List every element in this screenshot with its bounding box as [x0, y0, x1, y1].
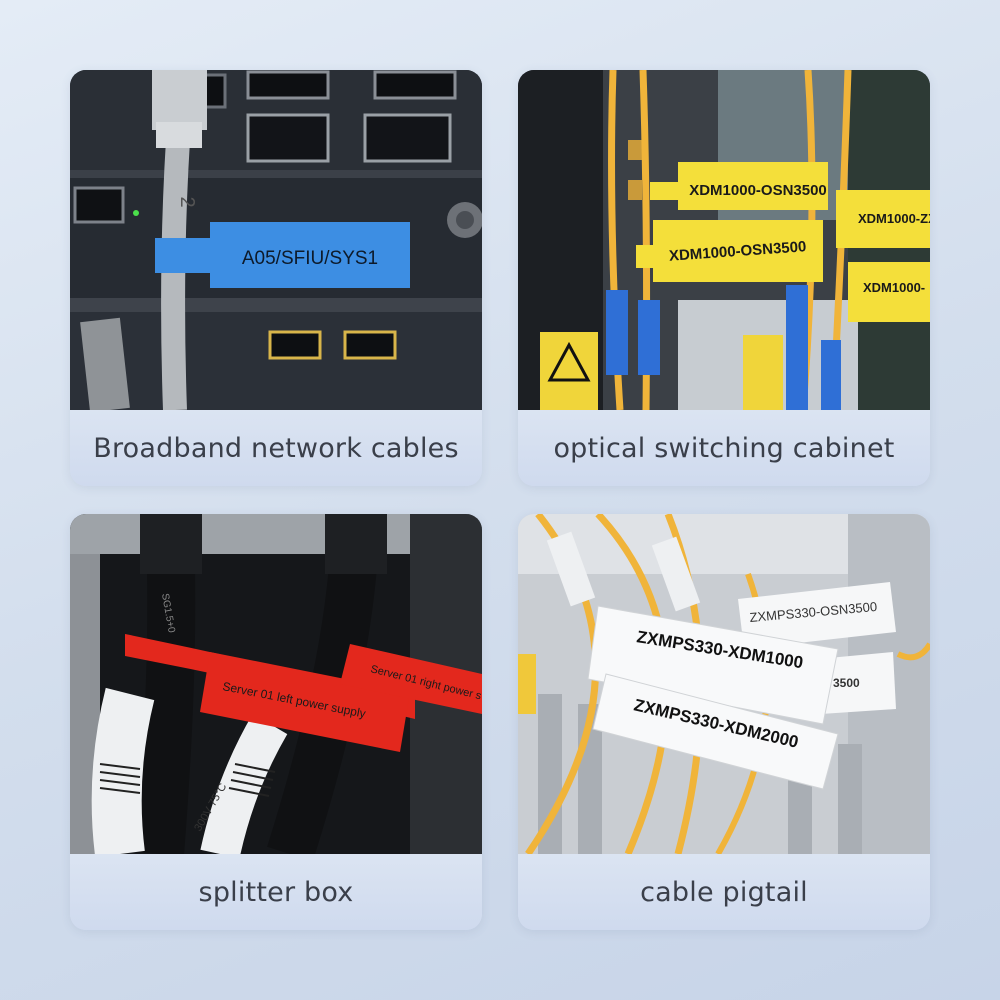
cable-print: 2 — [176, 196, 198, 207]
tag-label-upper: XDM1000-OSN3500 — [689, 182, 827, 199]
card-cable-pigtail: ZXMPS330-OSN3500 3500 ZXMPS330-XDM1000 Z… — [518, 514, 930, 930]
card-caption: optical switching cabinet — [518, 410, 930, 486]
card-caption: cable pigtail — [518, 854, 930, 930]
photo-fiber-pigtails: ZXMPS330-OSN3500 3500 ZXMPS330-XDM1000 Z… — [518, 514, 930, 854]
tag-label-right-upper: XDM1000-ZX — [858, 211, 930, 226]
tag-label-right-lower: XDM1000- — [863, 280, 925, 295]
tag-label: A05/SFIU/SYS1 — [242, 248, 378, 269]
card-broadband-network-cables: A05/SFIU/SYS1 2 Broadband network cables — [70, 70, 482, 486]
card-caption: Broadband network cables — [70, 410, 482, 486]
card-optical-switching-cabinet: XDM1000-OSN3500 XDM1000-OSN3500 XDM1000-… — [518, 70, 930, 486]
photo-power-cables: 300V 75°C SG1.5+0 Server 01 left power s… — [70, 514, 482, 854]
tag-label-back-right: 3500 — [833, 676, 860, 690]
photo-optical-cabinet: XDM1000-OSN3500 XDM1000-OSN3500 XDM1000-… — [518, 70, 930, 410]
photo-network-switch: A05/SFIU/SYS1 2 — [70, 70, 482, 410]
card-splitter-box: 300V 75°C SG1.5+0 Server 01 left power s… — [70, 514, 482, 930]
card-caption: splitter box — [70, 854, 482, 930]
